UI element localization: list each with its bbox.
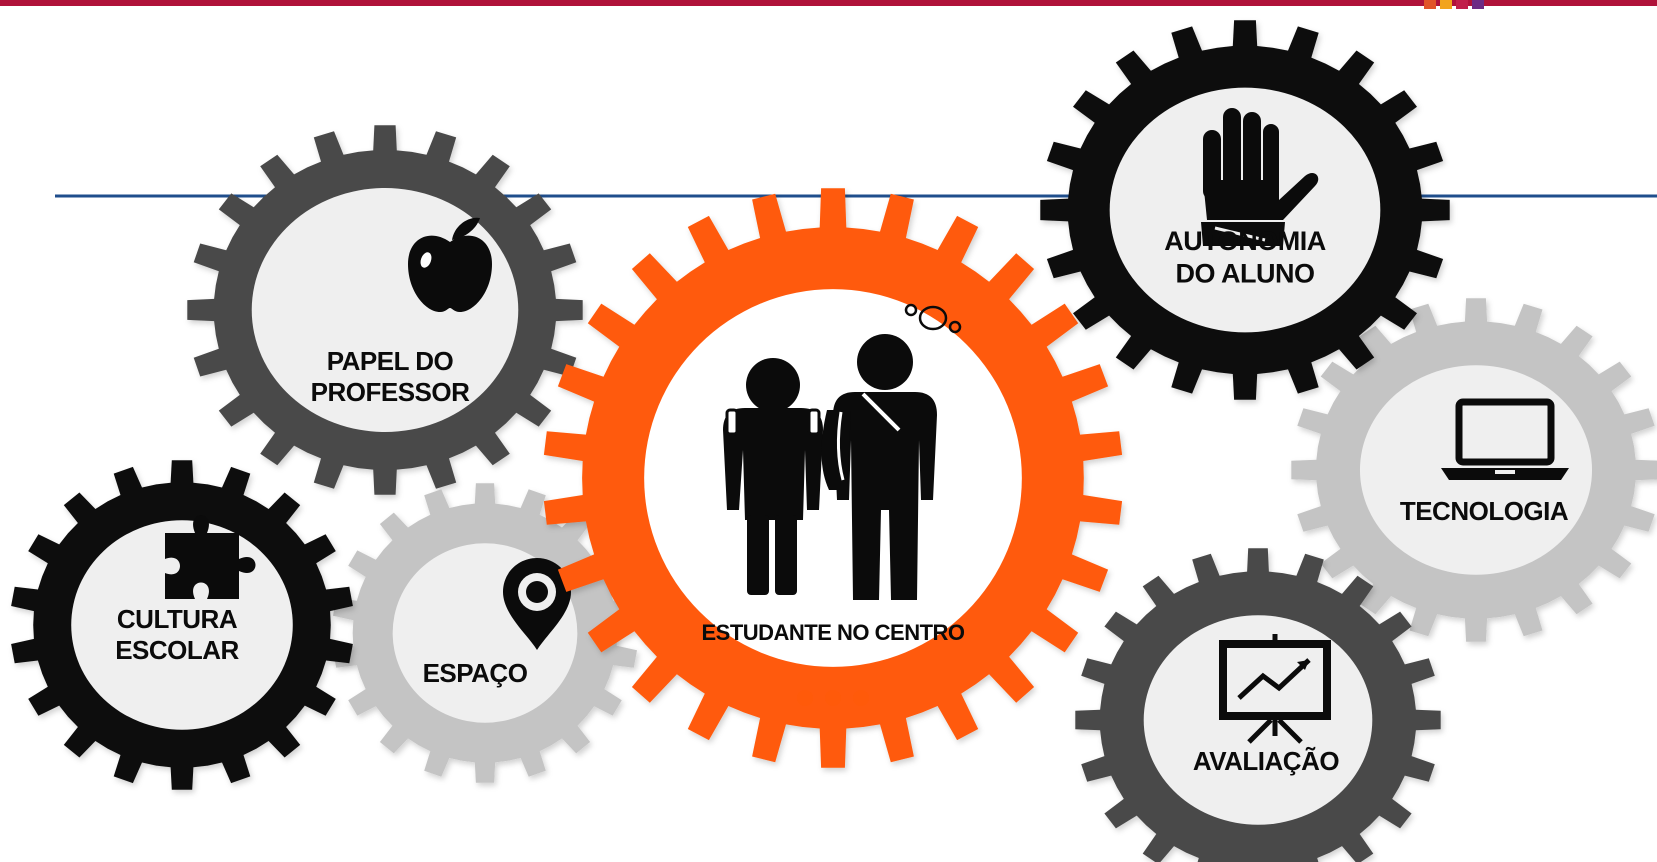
gear-label-cultura: ESCOLAR	[115, 635, 239, 665]
top-rule	[0, 0, 1657, 6]
gear-estudante: ESTUDANTE NO CENTRO	[543, 188, 1123, 768]
laptop-icon	[1441, 398, 1569, 480]
location-pin-icon	[503, 558, 571, 650]
gear-avaliacao: AVALIAÇÃO	[1075, 548, 1441, 862]
gear-label-papel: PROFESSOR	[311, 377, 470, 407]
gear-label-avaliacao: AVALIAÇÃO	[1193, 746, 1339, 776]
gear-label-autonomia: DO ALUNO	[1176, 258, 1315, 288]
gear-label-papel: PAPEL DO	[327, 346, 454, 376]
gear-label-estudante: ESTUDANTE NO CENTRO	[701, 620, 964, 645]
gear-label-cultura: CULTURA	[117, 604, 238, 634]
presentation-chart-icon	[1219, 634, 1331, 744]
puzzle-icon	[165, 515, 256, 599]
apple-icon	[408, 217, 492, 312]
gear-label-espaco: ESPAÇO	[423, 658, 528, 688]
raised-hand-icon	[1201, 108, 1319, 246]
gear-label-tecnologia: TECNOLOGIA	[1400, 496, 1569, 526]
gear-tecnologia: TECNOLOGIA	[1291, 298, 1657, 642]
gear-espaco: ESPAÇO	[333, 483, 637, 783]
gear-label-autonomia: AUTONOMIA	[1164, 226, 1326, 256]
students-icon	[723, 303, 962, 706]
